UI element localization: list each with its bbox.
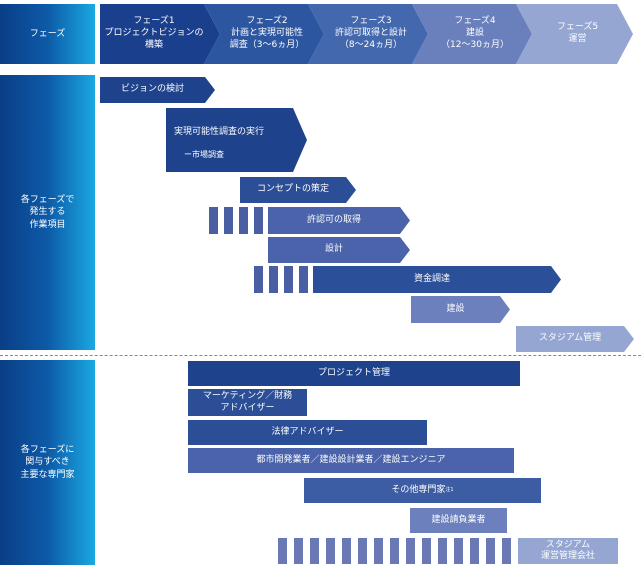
task-permits-stripe <box>209 207 218 234</box>
phase-5-chevron: フェーズ5 運営 <box>516 4 633 64</box>
expert-operator-stripe <box>374 538 383 564</box>
phase-4-chevron: フェーズ4 建設 （12〜30ヵ月） <box>412 4 532 64</box>
task-stadium-management: スタジアム管理 <box>516 326 634 352</box>
task-feasibility-title: 実現可能性調査の実行 <box>174 127 265 138</box>
expert-operator-stripe <box>342 538 351 564</box>
expert-legal: 法律アドバイザー <box>188 420 427 445</box>
phase-2-label: フェーズ2 計画と実現可能性 調査（3〜6ヵ月） <box>229 16 305 50</box>
expert-project-management: プロジェクト管理 <box>188 361 520 386</box>
experts-section-label: 各フェーズに 関与すべき 主要な専門家 <box>0 360 95 565</box>
expert-operator-stripe <box>502 538 511 564</box>
expert-operator-stripe <box>390 538 399 564</box>
task-permits: 許認可の取得 <box>268 207 410 234</box>
task-funding: 資金調達 <box>313 266 561 293</box>
expert-operator-stripe <box>422 538 431 564</box>
expert-operator-stripe <box>294 538 303 564</box>
phase-5-label: フェーズ5 運営 <box>556 22 599 44</box>
expert-operator-stripe <box>326 538 335 564</box>
task-funding-stripe <box>254 266 263 293</box>
task-design: 設計 <box>268 237 410 263</box>
task-concept: コンセプトの策定 <box>240 177 356 203</box>
phase-3-chevron: フェーズ3 許認可取得と設計 （8〜24ヵ月） <box>308 4 428 64</box>
expert-operator-stripe <box>278 538 287 564</box>
expert-operator-stripe <box>358 538 367 564</box>
expert-operator-stripe <box>454 538 463 564</box>
expert-operator-stripe <box>438 538 447 564</box>
task-feasibility-item: ー法制度面 <box>184 214 224 224</box>
task-vision: ビジョンの検討 <box>100 77 215 103</box>
task-funding-stripe <box>299 266 308 293</box>
task-permits-stripe <box>224 207 233 234</box>
task-feasibility-item: ー市場調査 <box>184 150 224 160</box>
section-divider <box>0 355 641 356</box>
expert-marketing-finance: マーケティング／財務 アドバイザー <box>188 389 307 416</box>
expert-stadium-operator: スタジアム 運営管理会社 <box>518 538 618 564</box>
expert-operator-stripe <box>310 538 319 564</box>
phase-2-chevron: フェーズ2 計画と実現可能性 調査（3〜6ヵ月） <box>204 4 324 64</box>
expert-contractor: 建設請負業者 <box>410 508 507 533</box>
task-funding-stripe <box>269 266 278 293</box>
task-funding-stripe <box>284 266 293 293</box>
task-construction: 建設 <box>411 296 510 323</box>
expert-others-note: 注1 <box>445 487 454 494</box>
expert-operator-stripe <box>406 538 415 564</box>
task-permits-stripe <box>254 207 263 234</box>
expert-operator-stripe <box>486 538 495 564</box>
task-permits-stripe <box>239 207 248 234</box>
task-feasibility: 実現可能性調査の実行 ー市場調査 ー財務面 ー技術面 ー法制度面 <box>166 108 307 172</box>
expert-operator-stripe <box>470 538 479 564</box>
tasks-section-label: 各フェーズで 発生する 作業項目 <box>0 75 95 350</box>
phase-1-label: フェーズ1 プロジェクトビジョンの 構築 <box>104 16 204 50</box>
phase-header-label: フェーズ <box>29 28 66 39</box>
phase-header: フェーズ <box>0 4 95 64</box>
phase-3-label: フェーズ3 許認可取得と設計 （8〜24ヵ月） <box>334 16 407 50</box>
expert-others: その他専門家注1 <box>304 478 541 503</box>
expert-urban-dev-design-engineering: 都市開発業者／建設設計業者／建設エンジニア <box>188 448 514 473</box>
phase-1-chevron: フェーズ1 プロジェクトビジョンの 構築 <box>100 4 220 64</box>
phase-4-label: フェーズ4 建設 （12〜30ヵ月） <box>441 16 509 50</box>
